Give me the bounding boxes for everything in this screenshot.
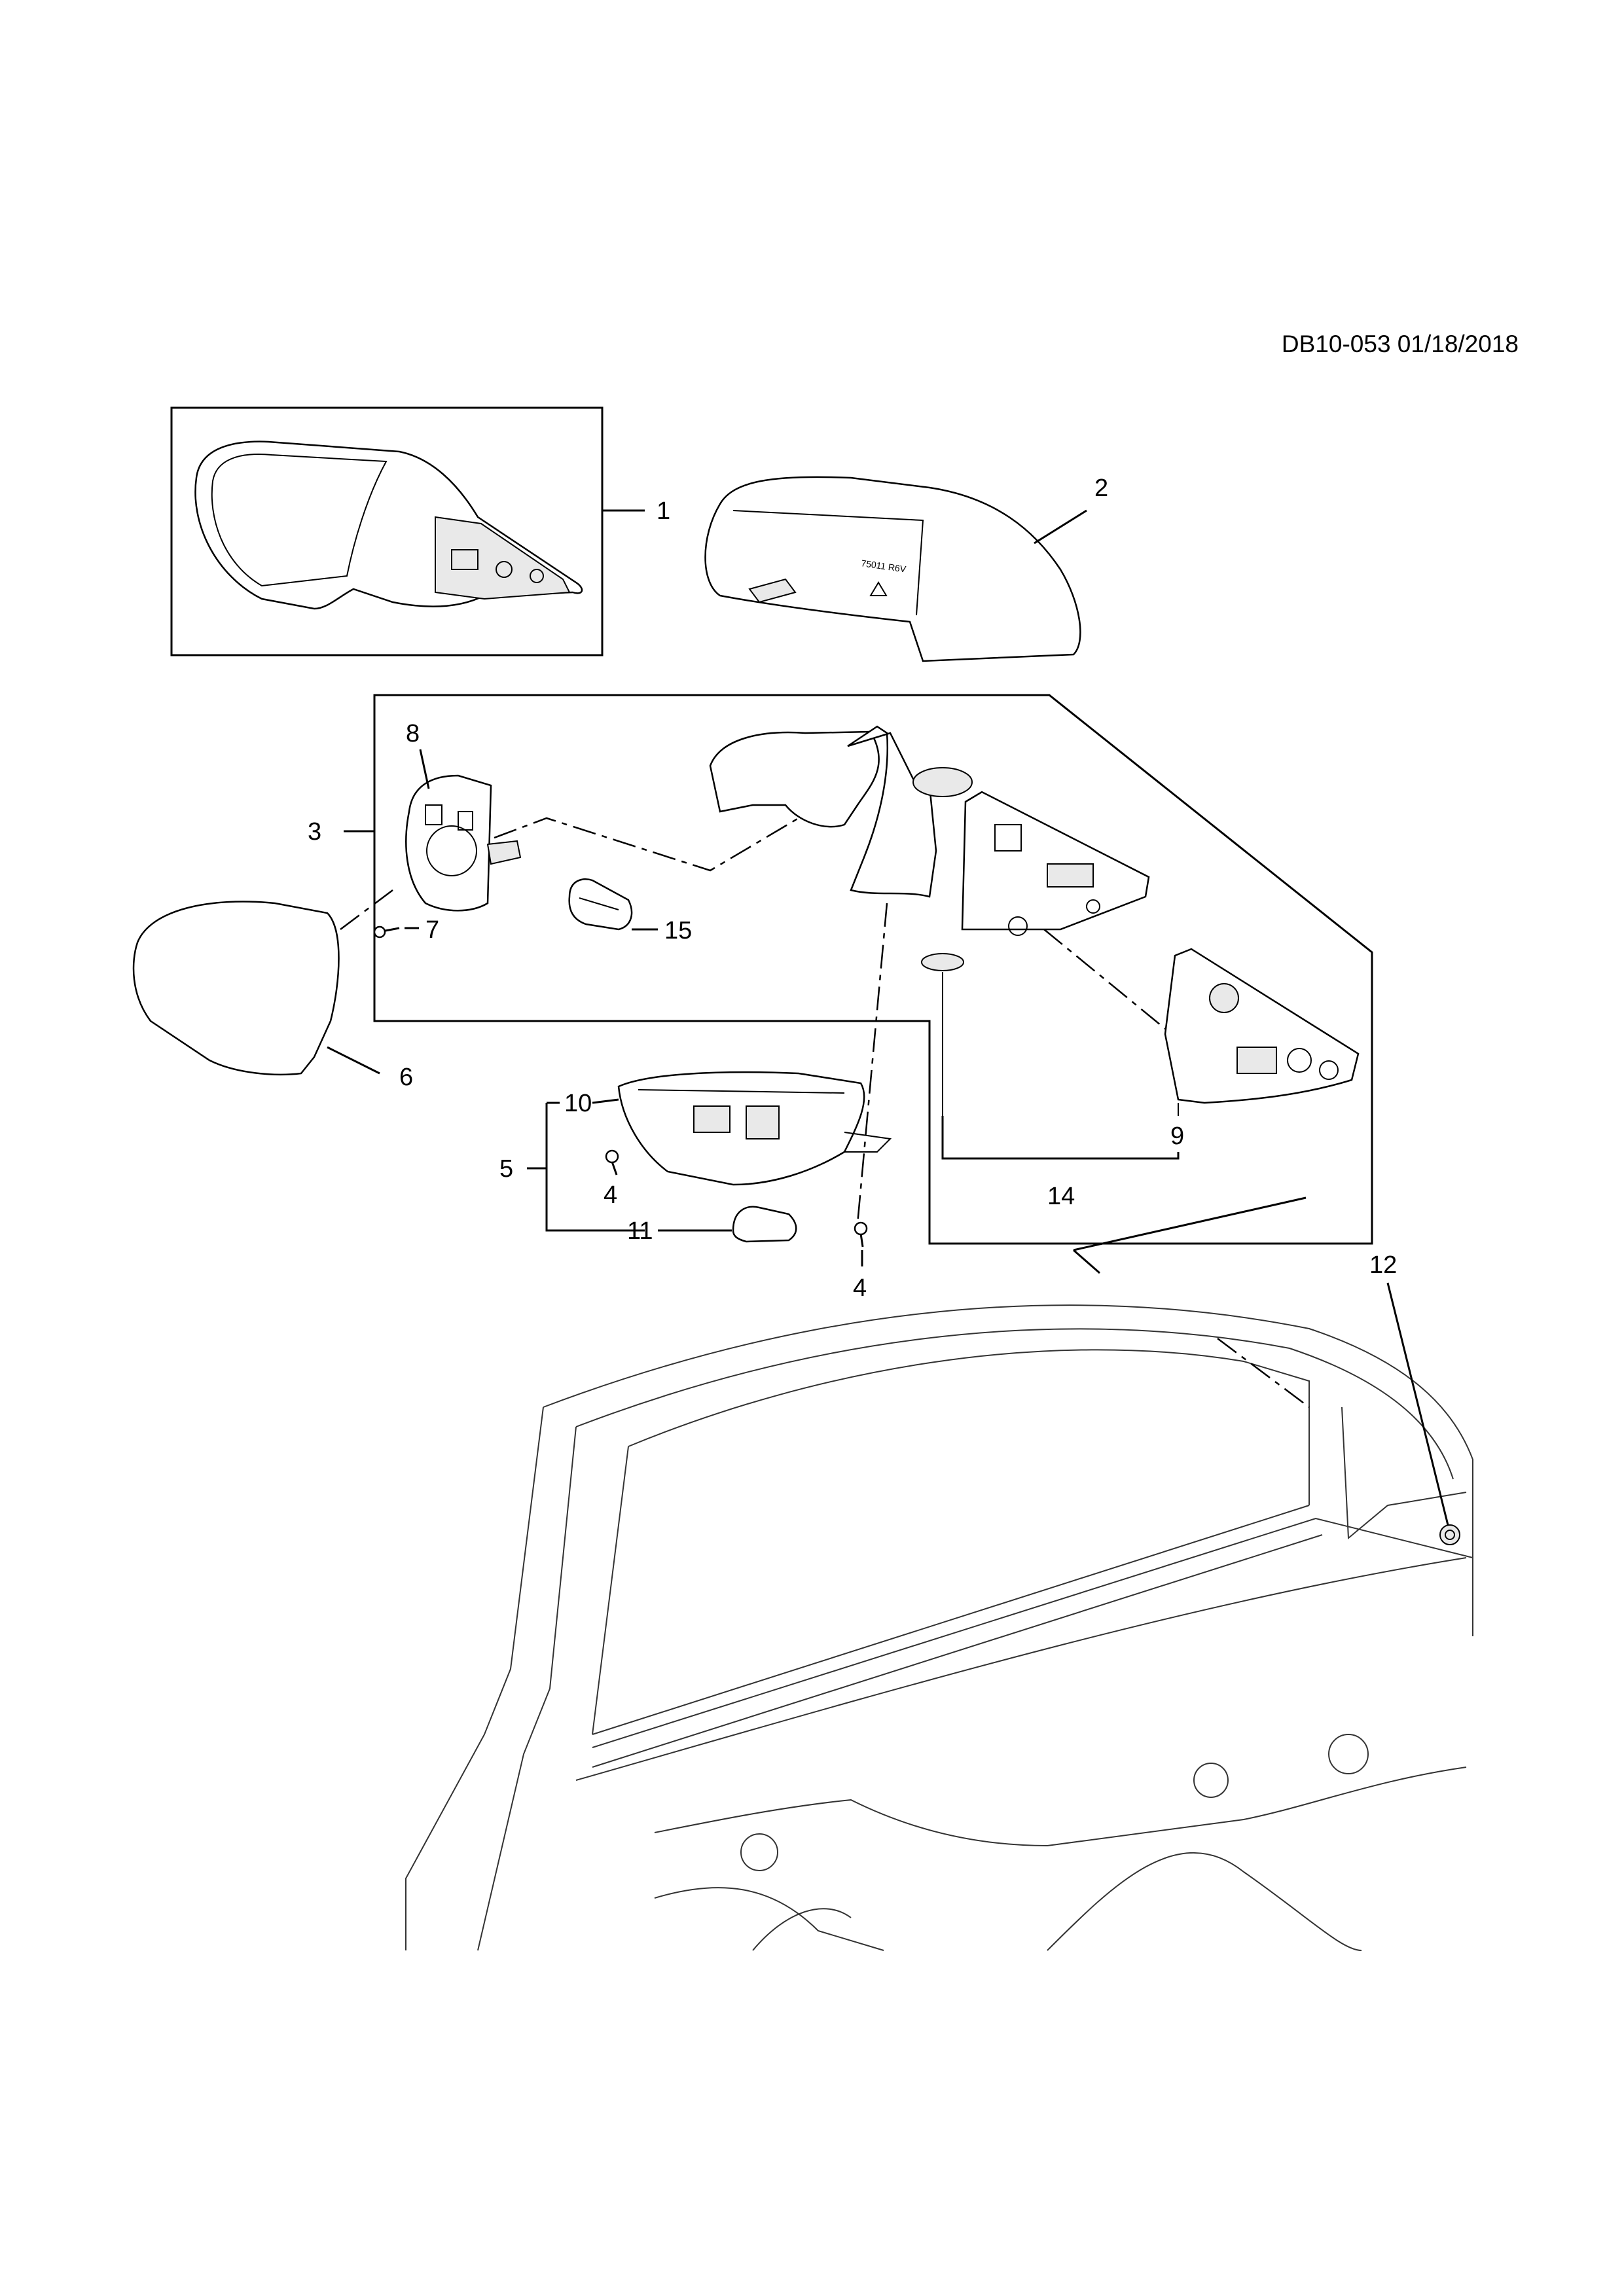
callout-1: 1 [657, 497, 670, 525]
callout-4-right: 4 [853, 1274, 867, 1302]
screw-7 [373, 925, 400, 939]
screw-4-left [605, 1149, 619, 1175]
item-3-frame [373, 694, 1373, 1245]
callout-14: 14 [1047, 1183, 1075, 1210]
item-1-frame [170, 406, 604, 656]
callout-6: 6 [399, 1064, 413, 1091]
turn-signal-lamp [1164, 948, 1360, 1104]
screw-4-right [854, 1221, 868, 1247]
mirror-glass [132, 901, 340, 1076]
callout-7: 7 [425, 916, 439, 944]
diagram-reference-code: DB10-053 01/18/2018 [1281, 331, 1519, 357]
mirror-nut [1439, 1524, 1460, 1545]
callout-8: 8 [406, 720, 420, 747]
callout-12: 12 [1369, 1251, 1397, 1279]
puddle-lamp [732, 1206, 797, 1243]
callout-4-left: 4 [604, 1181, 617, 1209]
front-door-frame [405, 1304, 1473, 1951]
callout-9: 9 [1170, 1122, 1184, 1150]
callout-11: 11 [627, 1217, 653, 1245]
harness-grommet [921, 953, 964, 971]
callout-5: 5 [499, 1155, 513, 1183]
callout-2: 2 [1094, 475, 1108, 502]
mirror-base-bracket [709, 725, 1150, 936]
lower-mirror-housing [617, 1071, 892, 1186]
callout-3: 3 [308, 818, 321, 846]
complete-mirror-assembly [194, 440, 583, 610]
callout-10: 10 [564, 1090, 592, 1117]
bulb-holder [568, 878, 633, 931]
actuator-motor [405, 774, 522, 912]
mirror-housing-cover: 75011 R6V [704, 476, 1081, 662]
callout-15: 15 [664, 917, 692, 944]
